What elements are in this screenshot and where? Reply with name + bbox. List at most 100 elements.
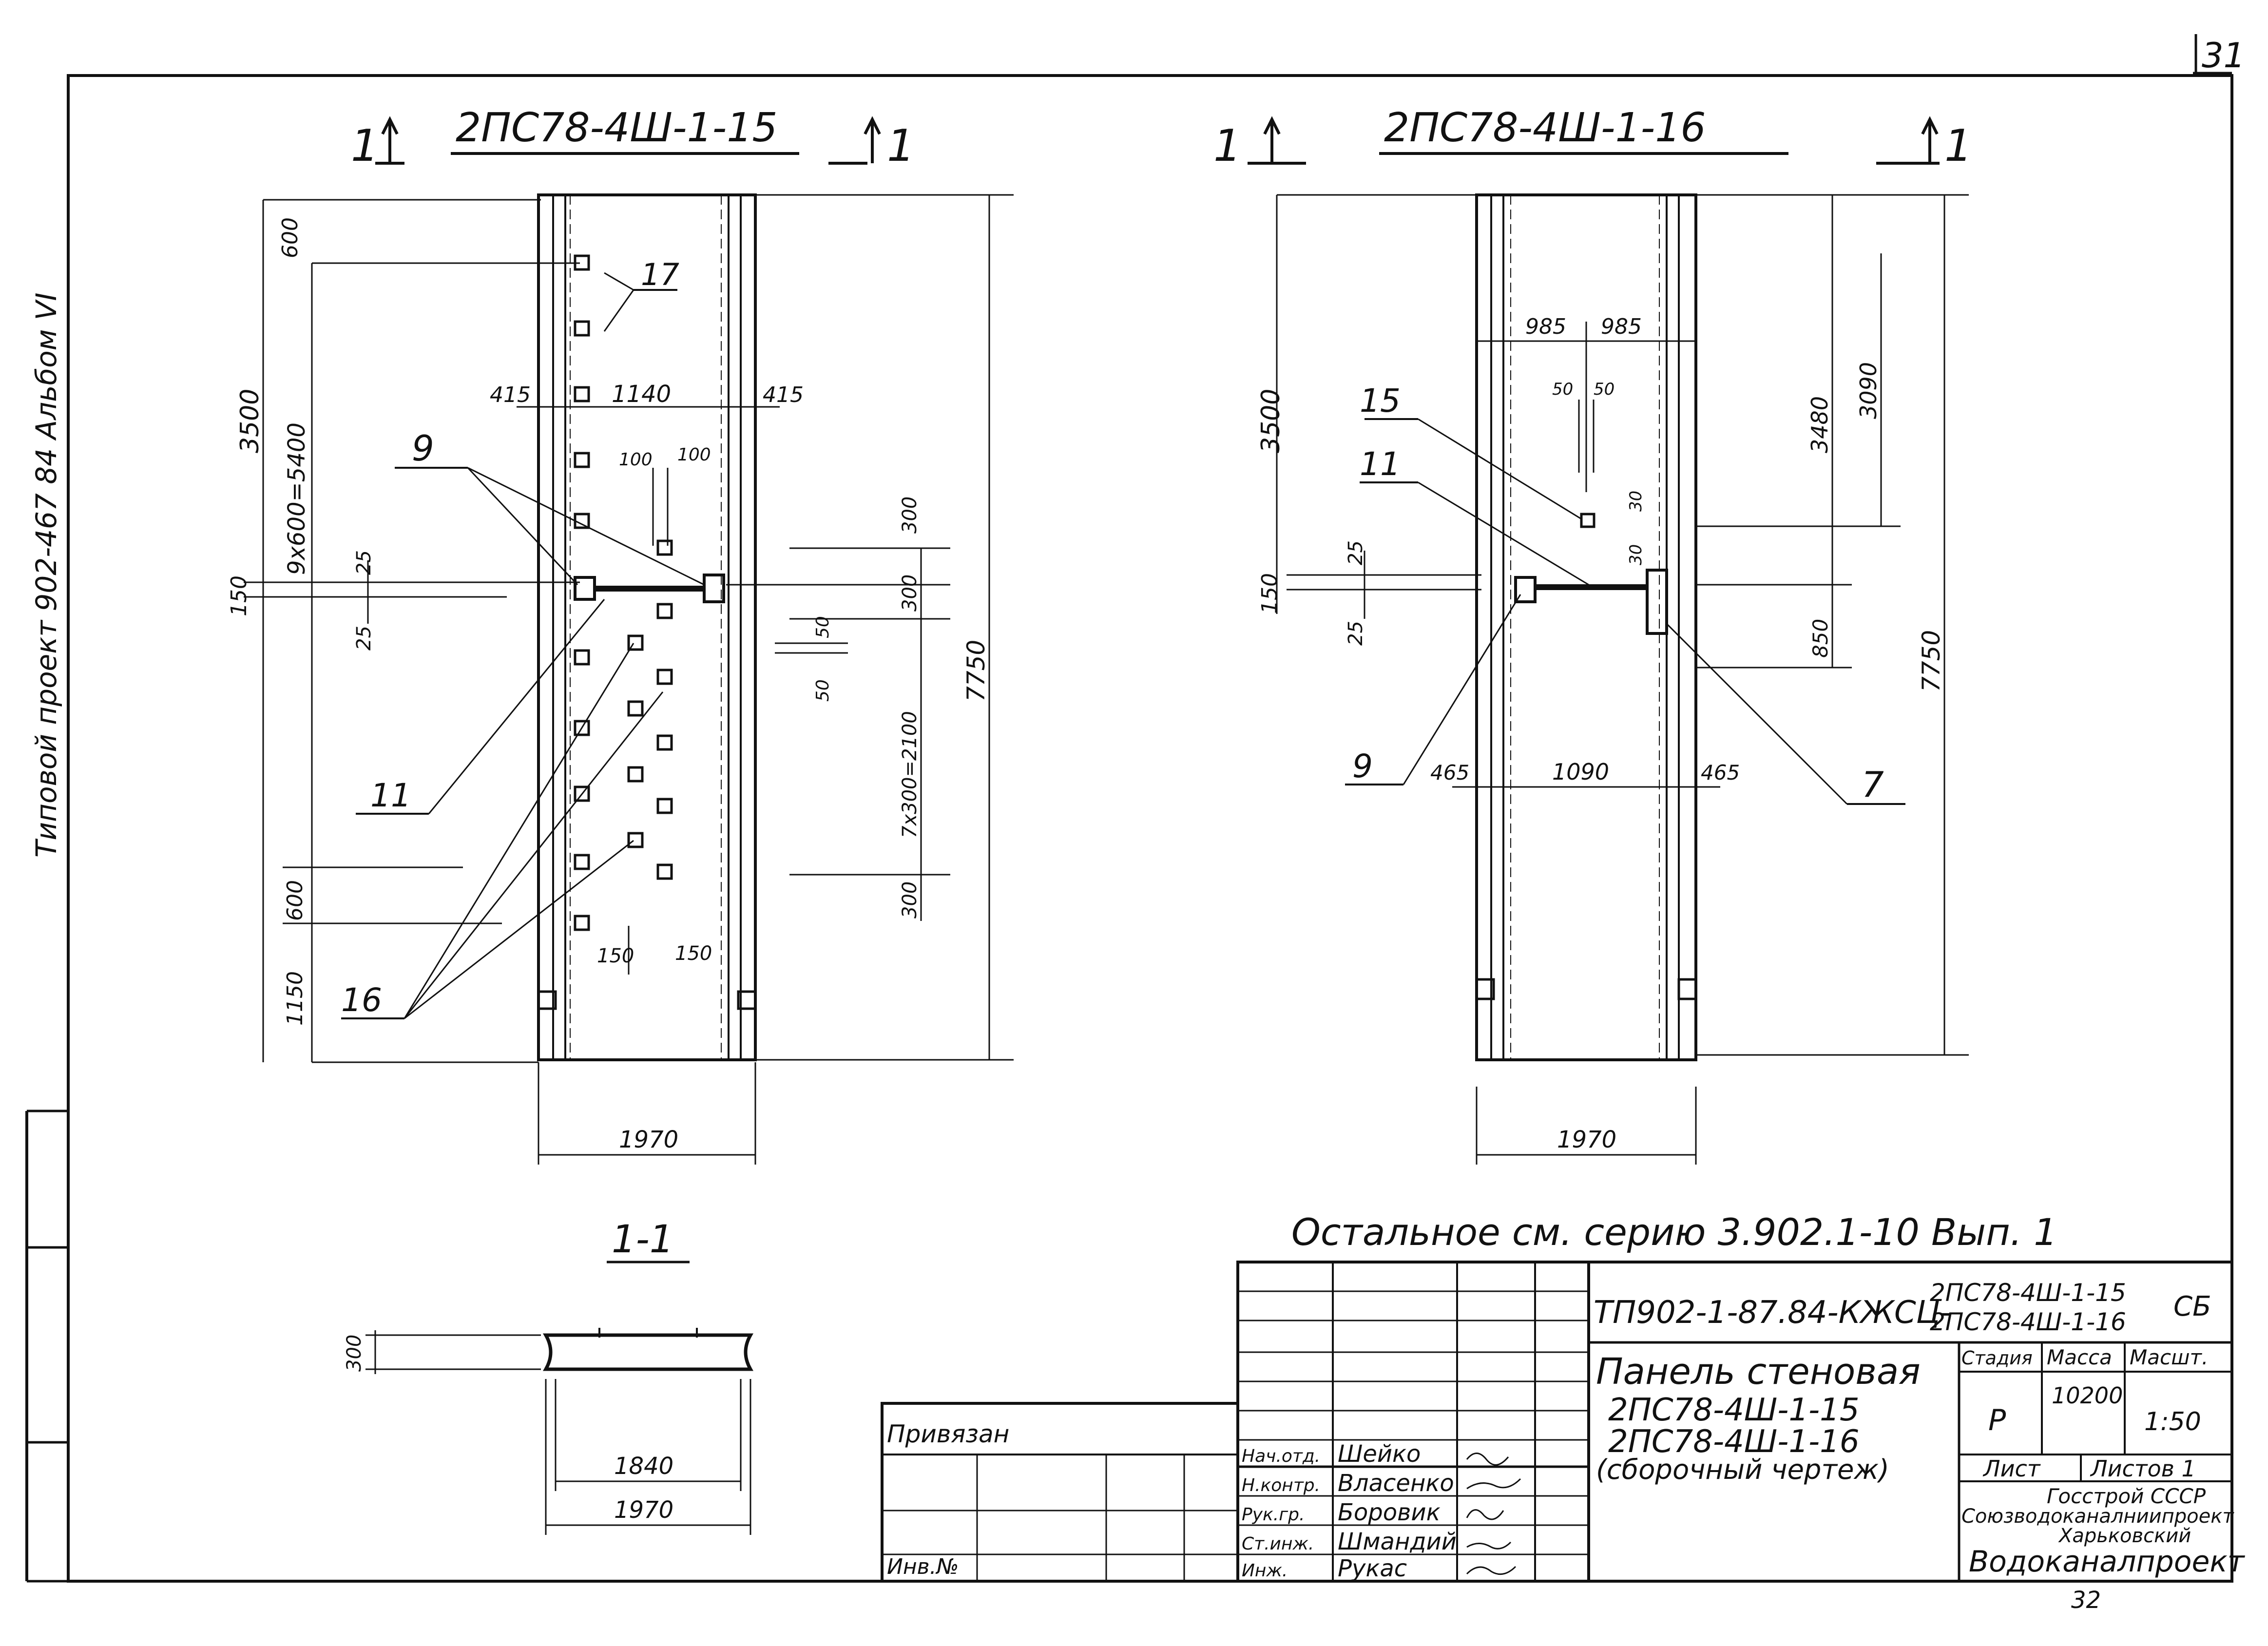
left-section-arrow-left	[375, 116, 404, 165]
right-leader-15	[1418, 418, 1582, 520]
section-dim-1970: 1970	[614, 1496, 673, 1524]
staff-role-4: Инж.	[1242, 1561, 1288, 1581]
left-panel-outline	[537, 193, 757, 1061]
inv-label: Инв.№	[887, 1554, 959, 1579]
signature-4	[1466, 1566, 1517, 1575]
scale-value: 1:50	[2144, 1407, 2201, 1436]
right-dim-985a: 985	[1525, 314, 1566, 339]
left-dim-25a: 25	[353, 550, 375, 575]
left-dim-3500: 3500	[235, 389, 265, 453]
left-panel-notch-right	[737, 990, 755, 1010]
right-leader-11	[1418, 481, 1589, 586]
left-panel-notch-left	[538, 990, 557, 1010]
bottom-page-number: 32	[2071, 1587, 2101, 1614]
signature-3	[1466, 1541, 1512, 1550]
left-leader-16b	[404, 691, 664, 1019]
left-section-arrow-right	[828, 116, 881, 165]
left-leader-16a	[404, 643, 634, 1019]
section-1-1: 1-1 300 1840 1970	[343, 1218, 754, 1535]
left-dim-7750: 7750	[962, 640, 990, 702]
left-section-marker-right: 1	[887, 120, 915, 172]
left-dim-1970: 1970	[619, 1126, 678, 1153]
sheet-number: 31	[2202, 36, 2245, 76]
right-dim-30b: 30	[1626, 544, 1646, 565]
binding-block	[881, 1402, 1239, 1583]
staff-name-0: Шейко	[1338, 1440, 1421, 1468]
doc-code-top: 2ПС78-4Ш-1-15	[1930, 1279, 2126, 1307]
panel-name-3: 2ПС78-4Ш-1-16	[1608, 1424, 1860, 1460]
right-callout-15: 15	[1360, 382, 1401, 420]
right-dim-3500: 3500	[1256, 389, 1286, 453]
left-callout-11: 11	[370, 777, 411, 814]
panel-name-4: (сборочный чертеж)	[1596, 1454, 1889, 1486]
signature-2	[1466, 1509, 1504, 1520]
mass-value: 10200	[2052, 1382, 2123, 1409]
staff-role-0: Нач.отд.	[1242, 1446, 1320, 1466]
left-leader-11	[428, 599, 605, 814]
right-panel-notch-right	[1677, 978, 1696, 1000]
org-line-2: Союзводоканалниипроект	[1961, 1505, 2234, 1528]
right-dim-30a: 30	[1626, 491, 1646, 512]
right-view-title: 2ПС78-4Ш-1-16	[1384, 105, 1706, 151]
right-dim-25a: 25	[1345, 540, 1367, 565]
signature-1	[1466, 1478, 1521, 1490]
left-dim-100a: 100	[619, 450, 653, 470]
right-dim-7750: 7750	[1917, 630, 1945, 692]
left-dim-415-right: 415	[763, 383, 804, 407]
right-dim-3090: 3090	[1855, 362, 1882, 419]
left-dim-1150: 1150	[283, 971, 308, 1026]
left-dim-300-top: 300	[899, 497, 921, 534]
org-line-1: Госстрой СССР	[2047, 1484, 2206, 1508]
right-callout-7: 7	[1862, 764, 1884, 805]
left-dim-50b: 50	[813, 679, 833, 702]
right-section-marker-right: 1	[1944, 120, 1972, 172]
left-dim-9x600: 9х600=5400	[283, 422, 310, 575]
staff-name-4: Рукас	[1338, 1555, 1407, 1582]
left-dim-7x300: 7х300=2100	[899, 711, 921, 838]
left-dim-300-mid: 300	[899, 574, 921, 612]
section-title: 1-1	[612, 1218, 673, 1262]
staff-role-1: Н.контр.	[1242, 1475, 1320, 1495]
signature-0	[1466, 1453, 1509, 1466]
staff-role-2: Рук.гр.	[1242, 1505, 1305, 1525]
right-view: 1 2ПС78-4Ш-1-16 1 985 985 50 50 30 30	[1213, 105, 1972, 1165]
left-section-marker-left: 1	[351, 120, 379, 172]
side-text: Типовой проект 902-467 84 Альбом VI	[30, 292, 63, 858]
left-leader-9a	[467, 467, 578, 586]
left-dim-100b: 100	[677, 445, 711, 465]
col-scale: Масшт.	[2130, 1345, 2208, 1369]
left-view: 1 2ПС78-4Ш-1-15 1	[227, 105, 1014, 1165]
left-callout-9: 9	[412, 428, 434, 469]
org-line-3: Харьковский	[2058, 1525, 2191, 1547]
doc-suffix: СБ	[2173, 1291, 2211, 1322]
staff-role-3: Ст.инж.	[1242, 1534, 1314, 1554]
left-callout-16: 16	[341, 981, 382, 1019]
right-dim-1970: 1970	[1557, 1126, 1616, 1153]
right-dim-150: 150	[1257, 573, 1282, 614]
right-leader-9	[1403, 594, 1521, 785]
section-dim-300: 300	[343, 1335, 365, 1372]
right-section-marker-left: 1	[1213, 120, 1241, 172]
right-dim-3480: 3480	[1807, 396, 1833, 453]
staff-name-2: Боровик	[1338, 1499, 1441, 1526]
staff-name-1: Власенко	[1338, 1470, 1454, 1497]
sheet-label: Лист	[1982, 1455, 2041, 1482]
right-dim-1090: 1090	[1552, 759, 1609, 785]
left-leader-16c	[404, 840, 634, 1019]
left-dim-1140: 1140	[612, 381, 671, 408]
section-dim-1840: 1840	[614, 1453, 673, 1480]
panel-name-1: Панель стеновая	[1596, 1351, 1921, 1393]
right-dim-985b: 985	[1601, 314, 1642, 339]
left-dim-25b: 25	[353, 626, 375, 651]
col-stage: Стадия	[1961, 1347, 2033, 1369]
left-dim-150-right: 150	[675, 942, 712, 965]
right-dim-50a: 50	[1552, 380, 1573, 399]
right-section-arrow-left	[1248, 116, 1306, 165]
left-leader-9b	[467, 467, 705, 586]
left-dim-600-bottom: 600	[283, 880, 308, 921]
left-dim-600-top: 600	[278, 217, 303, 258]
stage-value: Р	[1988, 1403, 2006, 1437]
left-leader-17b	[603, 289, 634, 332]
doc-code-bottom: 2ПС78-4Ш-1-16	[1930, 1308, 2126, 1336]
